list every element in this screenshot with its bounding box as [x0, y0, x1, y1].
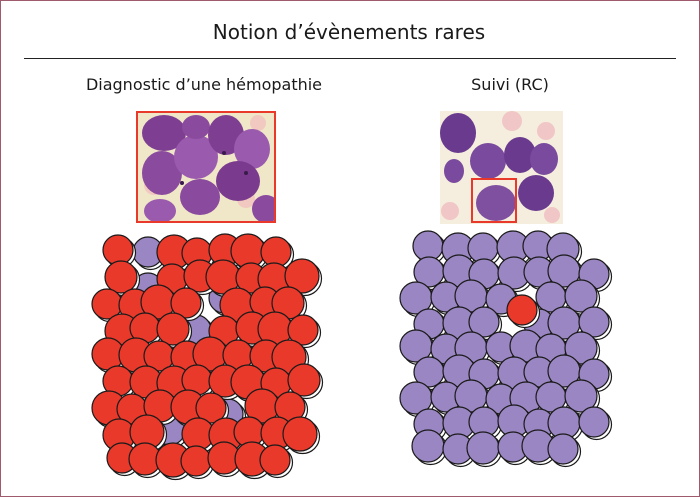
smear-micrograph-icon [138, 113, 274, 221]
abnormal-cell [180, 445, 215, 480]
rare-cell-highlight-box [471, 178, 517, 223]
normal-cell [578, 306, 613, 341]
normal-cell [521, 429, 558, 466]
abnormal-cell [282, 416, 321, 455]
rare-abnormal-cell [506, 294, 541, 329]
abnormal-cell [102, 234, 137, 269]
title-rule [24, 58, 676, 59]
right-panel-heading: Suivi (RC) [471, 75, 549, 94]
abnormal-cell [287, 314, 322, 349]
normal-cell [564, 279, 601, 316]
normal-cell [399, 329, 436, 366]
normal-cell [497, 404, 534, 441]
abnormal-cell [259, 444, 294, 479]
abnormal-cell [156, 312, 193, 349]
normal-cell [547, 254, 584, 291]
abnormal-cell [104, 260, 141, 297]
normal-cell [497, 431, 532, 466]
normal-cell [399, 381, 436, 418]
abnormal-cell [91, 288, 126, 323]
normal-cell [564, 379, 601, 416]
normal-cell [412, 230, 447, 265]
abnormal-cell [260, 236, 295, 271]
smear-micrograph-icon [440, 111, 563, 224]
normal-cell [467, 232, 502, 267]
left-panel-heading: Diagnostic d’une hémopathie [85, 75, 323, 94]
abnormal-cell [230, 233, 269, 272]
abnormal-cell [195, 392, 230, 427]
normal-cell [466, 431, 503, 468]
abnormal-cell [128, 442, 165, 479]
abnormal-cell [284, 258, 323, 297]
abnormal-cell [181, 417, 218, 454]
normal-cell [547, 433, 582, 468]
normal-cell [468, 306, 503, 341]
normal-cell [578, 406, 613, 441]
abnormal-cell [170, 287, 205, 322]
normal-cell [411, 429, 448, 466]
normal-cell [454, 279, 491, 316]
abnormal-cell [287, 363, 324, 400]
follow-up-smear-image [440, 111, 563, 224]
diagnosis-smear-image [136, 111, 276, 223]
figure-title: Notion d’évènements rares [212, 20, 486, 44]
normal-cell [564, 331, 601, 368]
